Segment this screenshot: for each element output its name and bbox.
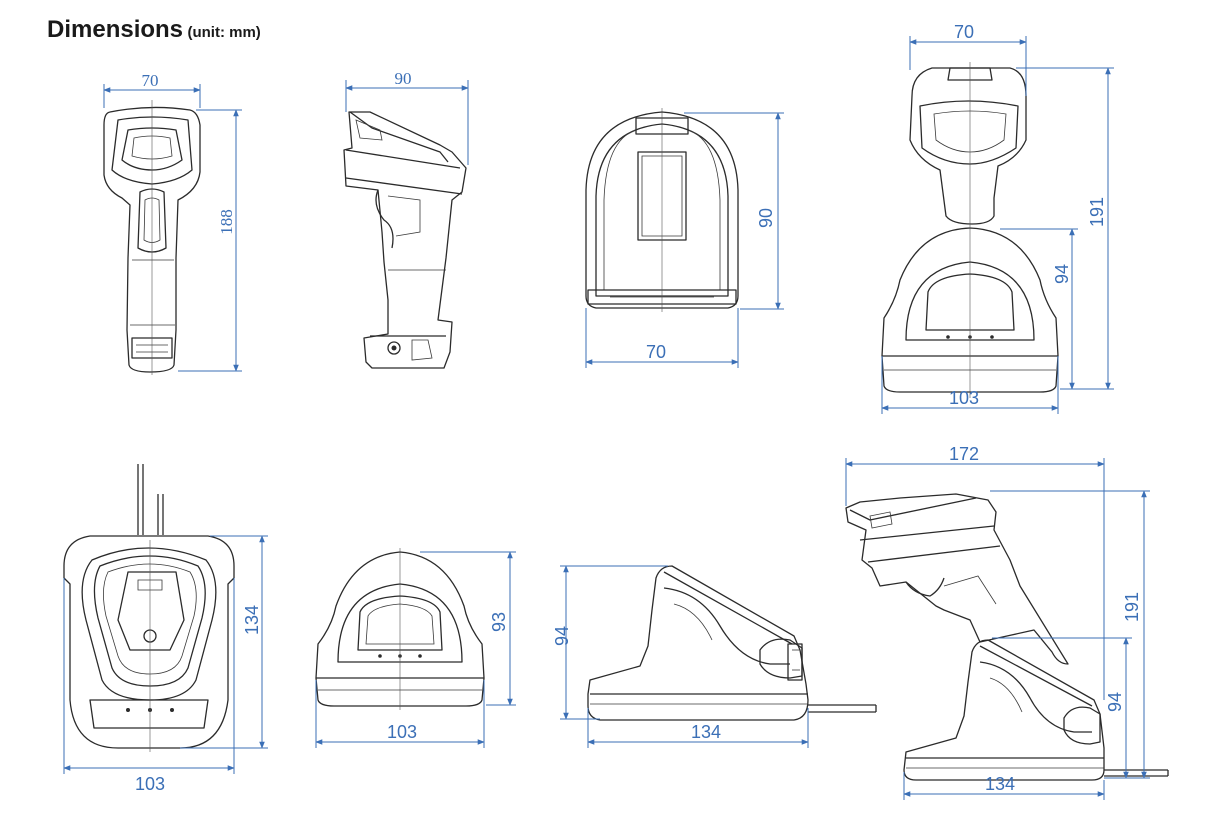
scanner-in-cradle-front-view: 70 191 94 103 [881, 22, 1114, 414]
scanner-side-view: 90 [343, 69, 469, 369]
title-main: Dimensions [47, 16, 184, 43]
dim-cradle-front-base-width: 103 [949, 388, 979, 408]
title-unit: (unit: mm) [187, 24, 261, 41]
page-title: Dimensions (unit: mm) [47, 16, 261, 44]
dim-scanner-front-height: 188 [217, 209, 236, 235]
dim-cradle-top-depth: 134 [242, 605, 262, 635]
cradle-top-view: 134 103 [63, 464, 268, 794]
dim-scanner-side-depth: 90 [395, 69, 412, 88]
dim-cradle-side-total-height: 191 [1122, 592, 1142, 622]
dim-scanner-front-width: 70 [142, 71, 159, 90]
dim-scanner-top-height: 90 [756, 208, 776, 228]
cradle-side-view: 94 134 [552, 565, 877, 748]
dim-cradle-side-total-length: 172 [949, 444, 979, 464]
scanner-in-cradle-side-view: 172 191 94 134 [845, 444, 1169, 800]
dim-cradle-side-length: 134 [691, 722, 721, 742]
dim-scanner-top-width: 70 [646, 342, 666, 362]
dim-cradle-front-top-width: 70 [954, 22, 974, 42]
dim-cradle-front-width: 103 [387, 722, 417, 742]
dim-cradle-front-height: 93 [489, 612, 509, 632]
dim-cradle-side-cradle-height: 94 [1105, 692, 1125, 712]
scanner-front-view: 70 188 [103, 71, 242, 375]
scanner-top-view: 90 70 [585, 108, 784, 368]
dim-cradle-top-width: 103 [135, 774, 165, 794]
dim-cradle-front-cradle-height: 94 [1052, 264, 1072, 284]
dim-cradle-front-total-height: 191 [1087, 197, 1107, 227]
dim-cradle-side-height: 94 [552, 626, 572, 646]
dim-cradle-side-base-length: 134 [985, 774, 1015, 794]
cradle-front-view: 93 103 [315, 548, 516, 748]
